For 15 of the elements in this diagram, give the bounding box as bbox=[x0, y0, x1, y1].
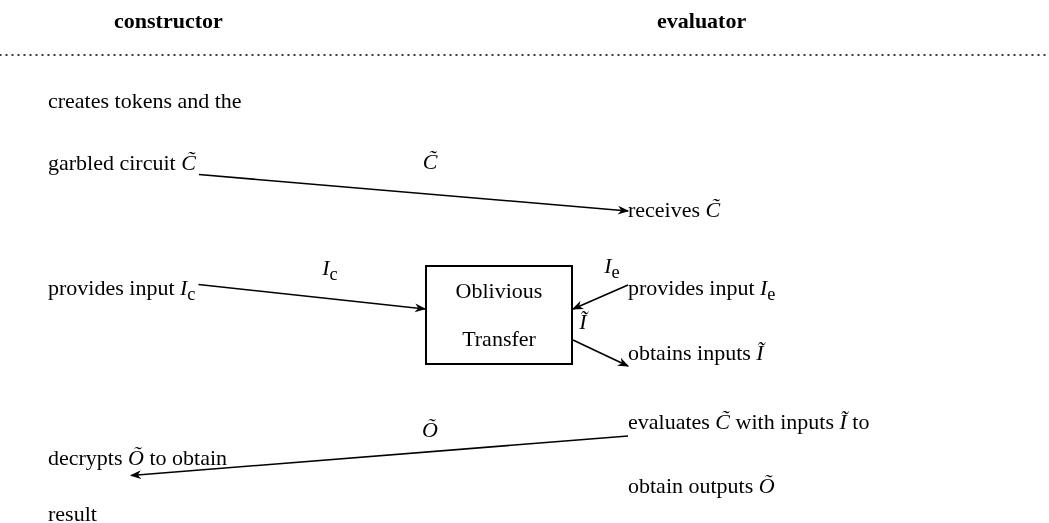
step-text: creates tokens and the garbled circuit C̃ bbox=[48, 70, 288, 194]
step-text: decrypts Õ to obtain result bbox=[48, 430, 278, 523]
step-text: receives C̃ bbox=[628, 188, 808, 232]
arrow bbox=[129, 435, 629, 480]
column-heading: constructor bbox=[114, 8, 223, 34]
arrow bbox=[198, 173, 630, 215]
step-text: provides input I$_{c}$ bbox=[48, 266, 268, 317]
step-text: obtains inputs Ĩ bbox=[628, 331, 848, 375]
arrow bbox=[572, 339, 629, 367]
process-box: Oblivious Transfer bbox=[425, 265, 573, 365]
step-text: provides input I$_{e}$ bbox=[628, 266, 848, 317]
column-heading: evaluator bbox=[657, 8, 747, 34]
step-text: evaluates C̃ with inputs Ĩ to obtain outputs Õ bbox=[628, 390, 908, 518]
arrow bbox=[197, 283, 427, 313]
arrow bbox=[571, 284, 629, 310]
